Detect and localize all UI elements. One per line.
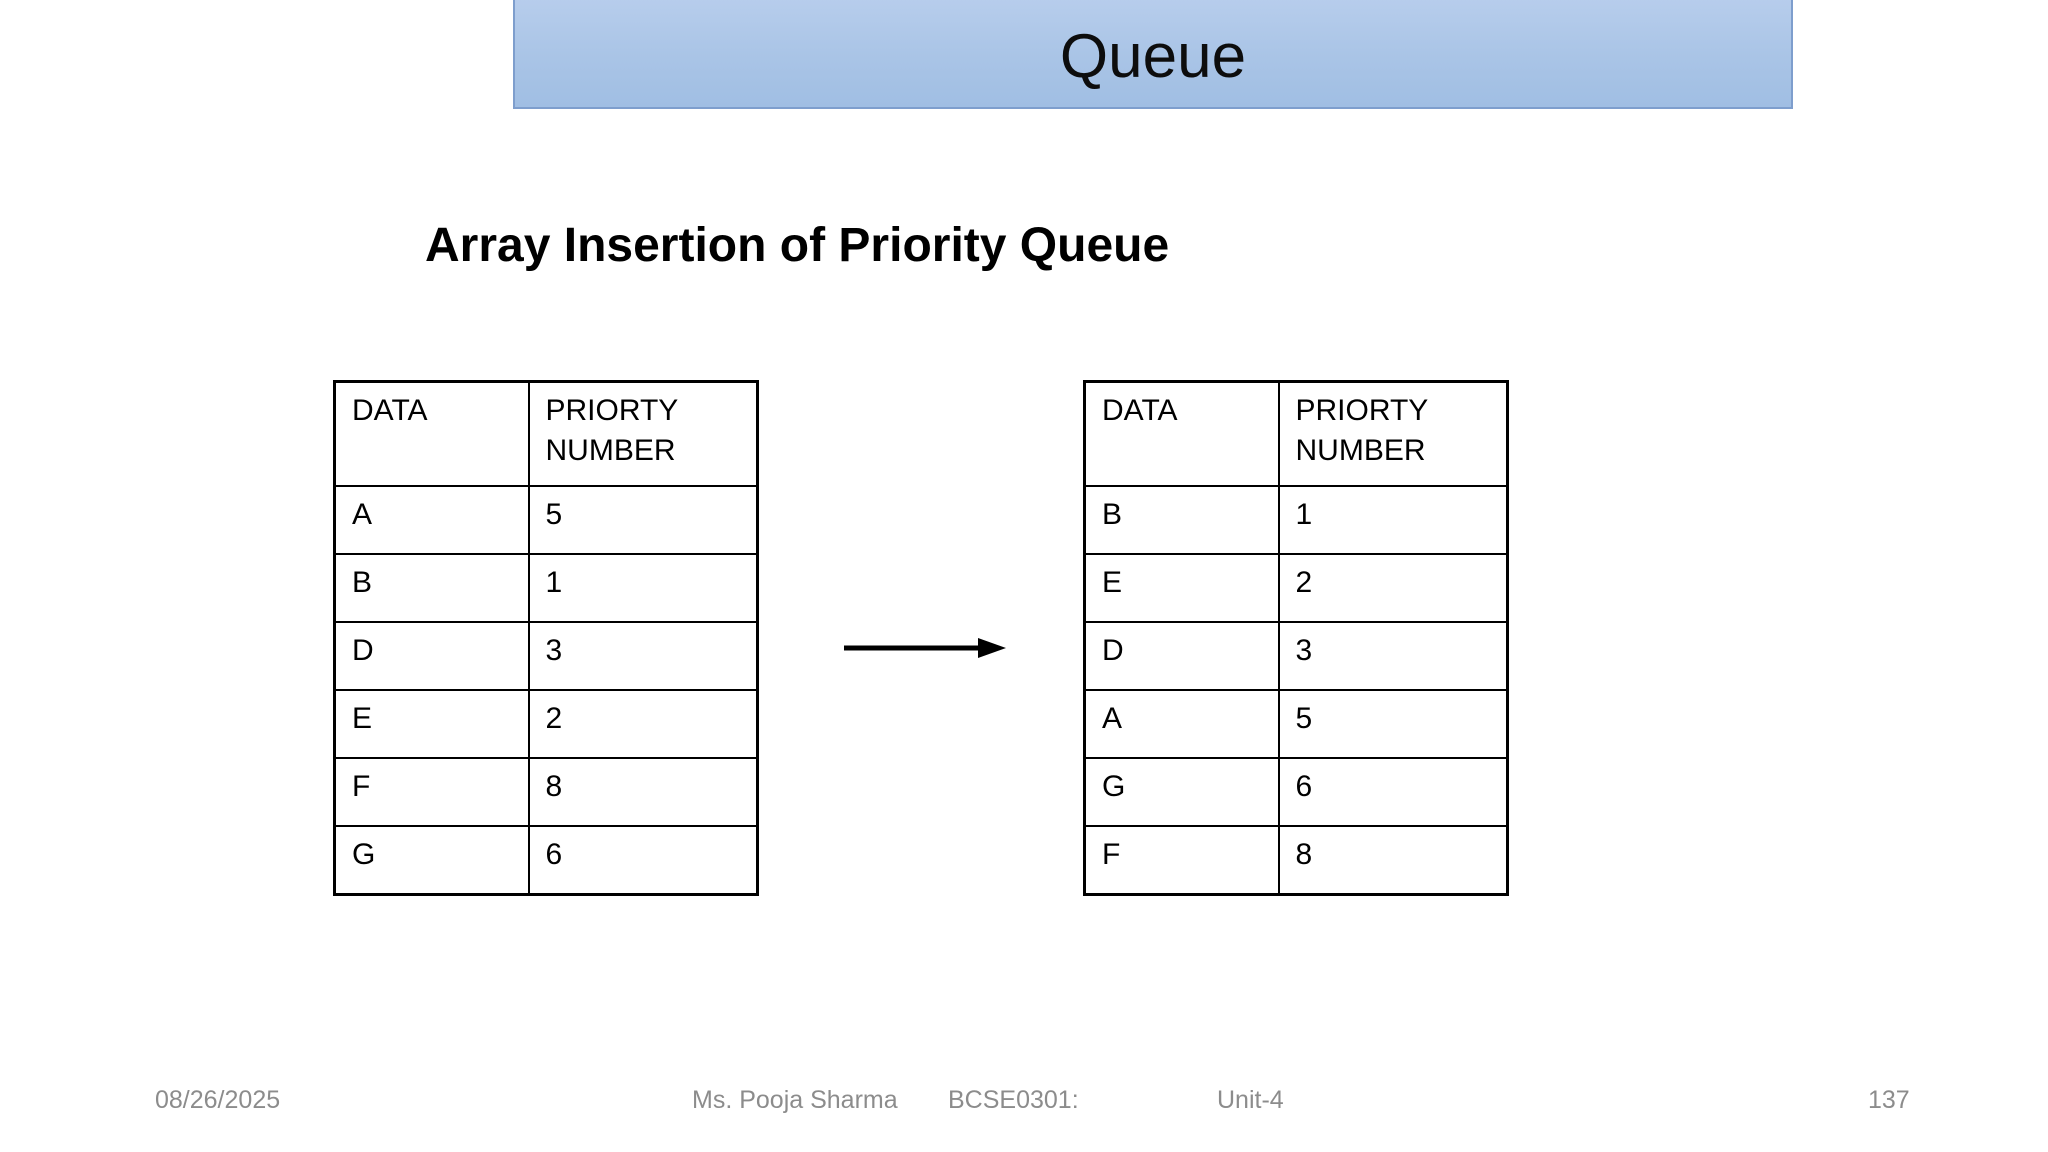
right-arrow-icon <box>844 638 1006 658</box>
priority-number-cell: 1 <box>1277 485 1509 555</box>
priority-number-cell: 2 <box>527 689 759 759</box>
footer-author: Ms. Pooja Sharma <box>692 1086 898 1114</box>
footer-page-number: 137 <box>1868 1086 1910 1114</box>
data-cell: E <box>333 689 530 759</box>
priority-number-cell: 2 <box>1277 553 1509 623</box>
priority-number-cell: 3 <box>1277 621 1509 691</box>
data-cell: A <box>1083 689 1280 759</box>
priority-number-cell: 3 <box>527 621 759 691</box>
data-cell: D <box>1083 621 1280 691</box>
title-banner: Queue <box>513 0 1793 109</box>
transform-arrow <box>840 632 1010 664</box>
column-header-priority-number: PRIORTY NUMBER <box>1277 380 1509 487</box>
data-cell: A <box>333 485 530 555</box>
priority-number-cell: 6 <box>1277 757 1509 827</box>
priority-number-cell: 6 <box>527 825 759 896</box>
data-cell: B <box>1083 485 1280 555</box>
data-cell: D <box>333 621 530 691</box>
priority-number-cell: 8 <box>1277 825 1509 896</box>
column-header-data: DATA <box>1083 380 1280 487</box>
priority-number-cell: 1 <box>527 553 759 623</box>
priority-number-cell: 5 <box>1277 689 1509 759</box>
priority-number-cell: 5 <box>527 485 759 555</box>
data-cell: B <box>333 553 530 623</box>
data-cell: E <box>1083 553 1280 623</box>
data-cell: G <box>333 825 530 896</box>
footer-unit: Unit-4 <box>1217 1086 1284 1114</box>
priority-number-cell: 8 <box>527 757 759 827</box>
column-header-data: DATA <box>333 380 530 487</box>
column-header-priority-number: PRIORTY NUMBER <box>527 380 759 487</box>
data-cell: F <box>333 757 530 827</box>
footer-course-code: BCSE0301: <box>948 1086 1079 1114</box>
slide-heading: Array Insertion of Priority Queue <box>425 219 1170 272</box>
data-cell: G <box>1083 757 1280 827</box>
slide-title: Queue <box>1059 21 1247 91</box>
footer-date: 08/26/2025 <box>155 1086 281 1114</box>
data-cell: F <box>1083 825 1280 896</box>
